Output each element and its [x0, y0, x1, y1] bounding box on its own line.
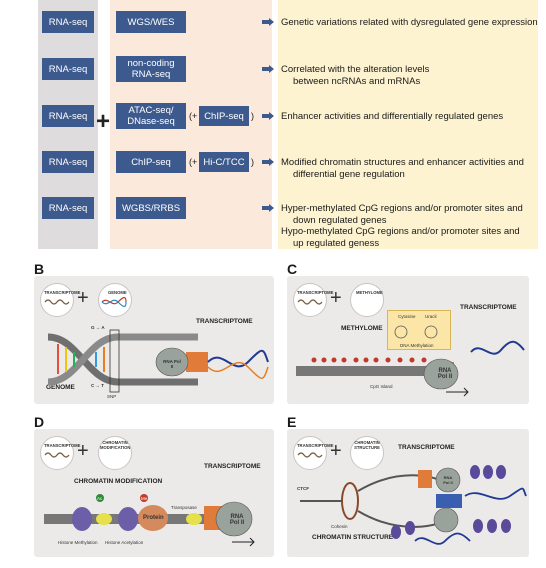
rna-seq-box-5: RNA-seq — [42, 197, 94, 219]
description-column — [278, 0, 538, 249]
snp-label: SNP — [107, 394, 117, 399]
method-box-3: ATAC-seq/ DNase-seq — [116, 103, 186, 129]
method-box-1: WGS/WES — [116, 11, 186, 33]
ctcf-label: CTCF — [297, 486, 309, 491]
dna-methylation-label: DNA Methylation — [400, 343, 434, 348]
chromatin-structure-circle — [350, 436, 384, 470]
paren-close: ) — [251, 111, 254, 121]
transcriptome-title: TRANSCRIPTOME — [460, 304, 517, 311]
rna-seq-box-1: RNA-seq — [42, 11, 94, 33]
circle-label: CHROMATIN MODIFICATION — [100, 440, 131, 450]
protein-label: Protein — [143, 515, 164, 521]
transcriptome-circle — [293, 436, 327, 470]
panel-label-c: C — [287, 261, 298, 277]
chromatin-structure-diagram — [300, 465, 527, 545]
genome-label: GENOME — [46, 384, 75, 391]
row-3-desc: Enhancer activities and differentially r… — [281, 111, 504, 122]
histone-acetylation-label: Histone Acetylation — [105, 540, 144, 545]
transcriptome-title: TRANSCRIPTOME — [398, 444, 455, 451]
arrow-right-icon — [262, 112, 274, 120]
panel-label-b: B — [34, 261, 45, 277]
rna-seq-box-2: RNA-seq — [42, 58, 94, 80]
chromatin-mod-label: CHROMATIN MODIFICATION — [74, 478, 163, 485]
me-label: Me — [141, 496, 148, 501]
method-box-5: WGBS/RRBS — [116, 197, 186, 219]
cytosine-label: Cytosine — [398, 314, 416, 319]
method-box-2: non-coding RNA-seq — [116, 56, 186, 82]
rna-strand-icon — [297, 299, 323, 305]
extra-box-3: ChIP-seq — [199, 106, 249, 126]
rna-pol-label: RNA Pol II — [229, 514, 245, 526]
paren-open: (+ — [189, 157, 198, 167]
plus-sign: + — [77, 440, 89, 462]
circle-label: CHROMATIN STRUCTURE — [354, 440, 380, 450]
methylome-diagram — [296, 325, 525, 397]
paren-close: ) — [251, 157, 254, 167]
arrow-right-icon — [262, 65, 274, 73]
chromatin-structure-label: CHROMATIN STRUCTURE — [312, 534, 394, 541]
cohesin-label: Cohesin — [331, 524, 348, 529]
circle-label: METHYLOME — [356, 290, 383, 295]
transposase-label: Transposase — [171, 505, 197, 510]
circle-label: TRANSCRIPTOME — [44, 443, 81, 448]
method-box-4: ChIP-seq — [116, 151, 186, 173]
rna-pol-label: RNA Pol II — [443, 475, 453, 485]
row-5-desc: Hyper-methylated CpG regions and/or prom… — [281, 203, 523, 249]
rna-seq-box-3: RNA-seq — [42, 105, 94, 127]
uracil-label: Uracil — [425, 314, 437, 319]
protein-shape — [138, 505, 168, 531]
rna-pol-label: RNA Pol II — [163, 359, 181, 369]
arrow-right-icon — [262, 204, 274, 212]
circle-label: TRANSCRIPTOME — [297, 290, 334, 295]
transcriptome-circle — [293, 283, 327, 317]
plus-sign: + — [96, 108, 111, 135]
genome-diagram — [47, 329, 269, 393]
rna-seq-box-4: RNA-seq — [42, 151, 94, 173]
methylome-label: METHYLOME — [341, 325, 383, 332]
rna-strand-icon — [44, 299, 70, 305]
histone-methylation-label: Histone Methylation — [58, 540, 98, 545]
cpg-island-label: CpG Island — [370, 384, 393, 389]
dna-icon — [101, 296, 127, 308]
ac-label: Ac — [97, 496, 103, 501]
transcriptome-circle — [40, 436, 74, 470]
paren-open: (+ — [189, 111, 198, 121]
mutation-c-t: C → T — [91, 383, 104, 388]
rna-strand-icon — [297, 452, 323, 458]
chromatin-mod-diagram — [44, 494, 255, 547]
circle-label: TRANSCRIPTOME — [44, 290, 81, 295]
panel-label-d: D — [34, 414, 45, 430]
row-1-desc: Genetic variations related with dysregul… — [281, 17, 538, 28]
mutation-g-a: G → A — [91, 325, 105, 330]
transcriptome-title: TRANSCRIPTOME — [204, 463, 261, 470]
rna-strand-icon — [44, 452, 70, 458]
rna-pol-label: RNA Pol II — [437, 368, 453, 380]
chromatin-mod-circle — [98, 436, 132, 470]
methylation-inset — [387, 310, 451, 350]
transcriptome-circle — [40, 283, 74, 317]
plus-sign: + — [77, 287, 89, 309]
plus-sign: + — [330, 287, 342, 309]
panel-label-e: E — [287, 414, 297, 430]
methylome-circle — [350, 283, 384, 317]
arrow-right-icon — [262, 158, 274, 166]
circle-label: TRANSCRIPTOME — [297, 443, 334, 448]
arrow-right-icon — [262, 18, 274, 26]
extra-box-4: Hi-C/TCC — [199, 152, 249, 172]
panel-e — [287, 429, 529, 557]
transcriptome-title: TRANSCRIPTOME — [196, 318, 253, 325]
circle-label: GENOME — [108, 290, 127, 295]
row-4-desc: Modified chromatin structures and enhanc… — [281, 157, 524, 180]
plus-sign: + — [330, 440, 342, 462]
